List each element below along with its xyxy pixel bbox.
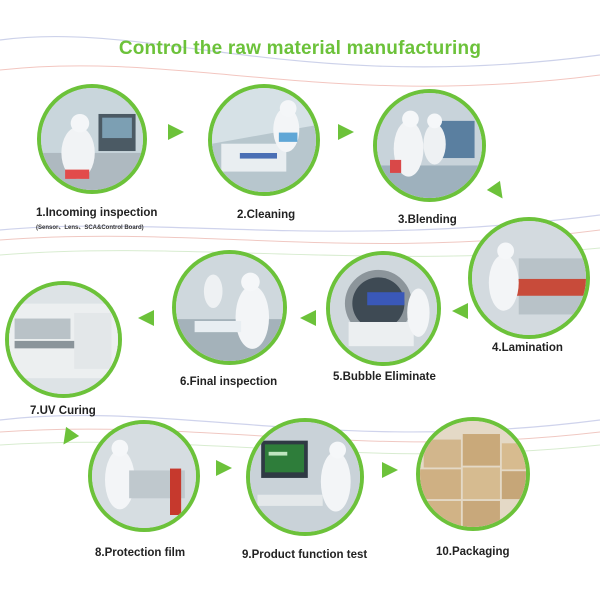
- step-2-photo: [208, 84, 320, 196]
- step-10-photo: [416, 417, 530, 531]
- step-10-label: 10.Packaging: [436, 546, 510, 558]
- step-3-label: 3.Blending: [398, 214, 457, 226]
- step-6-photo: [172, 250, 287, 365]
- step-7-label: 7.UV Curing: [30, 405, 96, 417]
- step-1-label: 1.Incoming inspection: [36, 207, 158, 219]
- step-3-photo: [373, 89, 486, 202]
- arrow-6-to-7: [138, 310, 154, 326]
- page-title: Control the raw material manufacturing: [118, 38, 482, 59]
- arrow-2-to-3: [338, 124, 354, 140]
- arrow-1-to-2: [168, 124, 184, 140]
- step-9-label: 9.Product function test: [242, 549, 368, 561]
- arrow-4-to-5: [452, 303, 468, 319]
- step-8-label: 8.Protection film: [95, 547, 186, 559]
- step-5-photo: [326, 251, 441, 366]
- step-4-photo: [468, 217, 590, 339]
- step-5-label: 5.Bubble Eliminate: [333, 371, 436, 383]
- arrow-5-to-6: [300, 310, 316, 326]
- arrow-8-to-9: [216, 460, 232, 476]
- step-7-photo: [5, 281, 122, 398]
- step-9-photo: [246, 418, 364, 536]
- step-4-label: 4.Lamination: [492, 342, 563, 354]
- arrow-9-to-10: [382, 462, 398, 478]
- step-8-photo: [88, 420, 200, 532]
- step-1-sublabel: (Sensor、Lens、SCA&Control Board): [36, 225, 144, 231]
- step-2-label: 2.Cleaning: [237, 209, 296, 221]
- step-6-label: 6.Final inspection: [180, 376, 278, 388]
- step-1-photo: [37, 84, 147, 194]
